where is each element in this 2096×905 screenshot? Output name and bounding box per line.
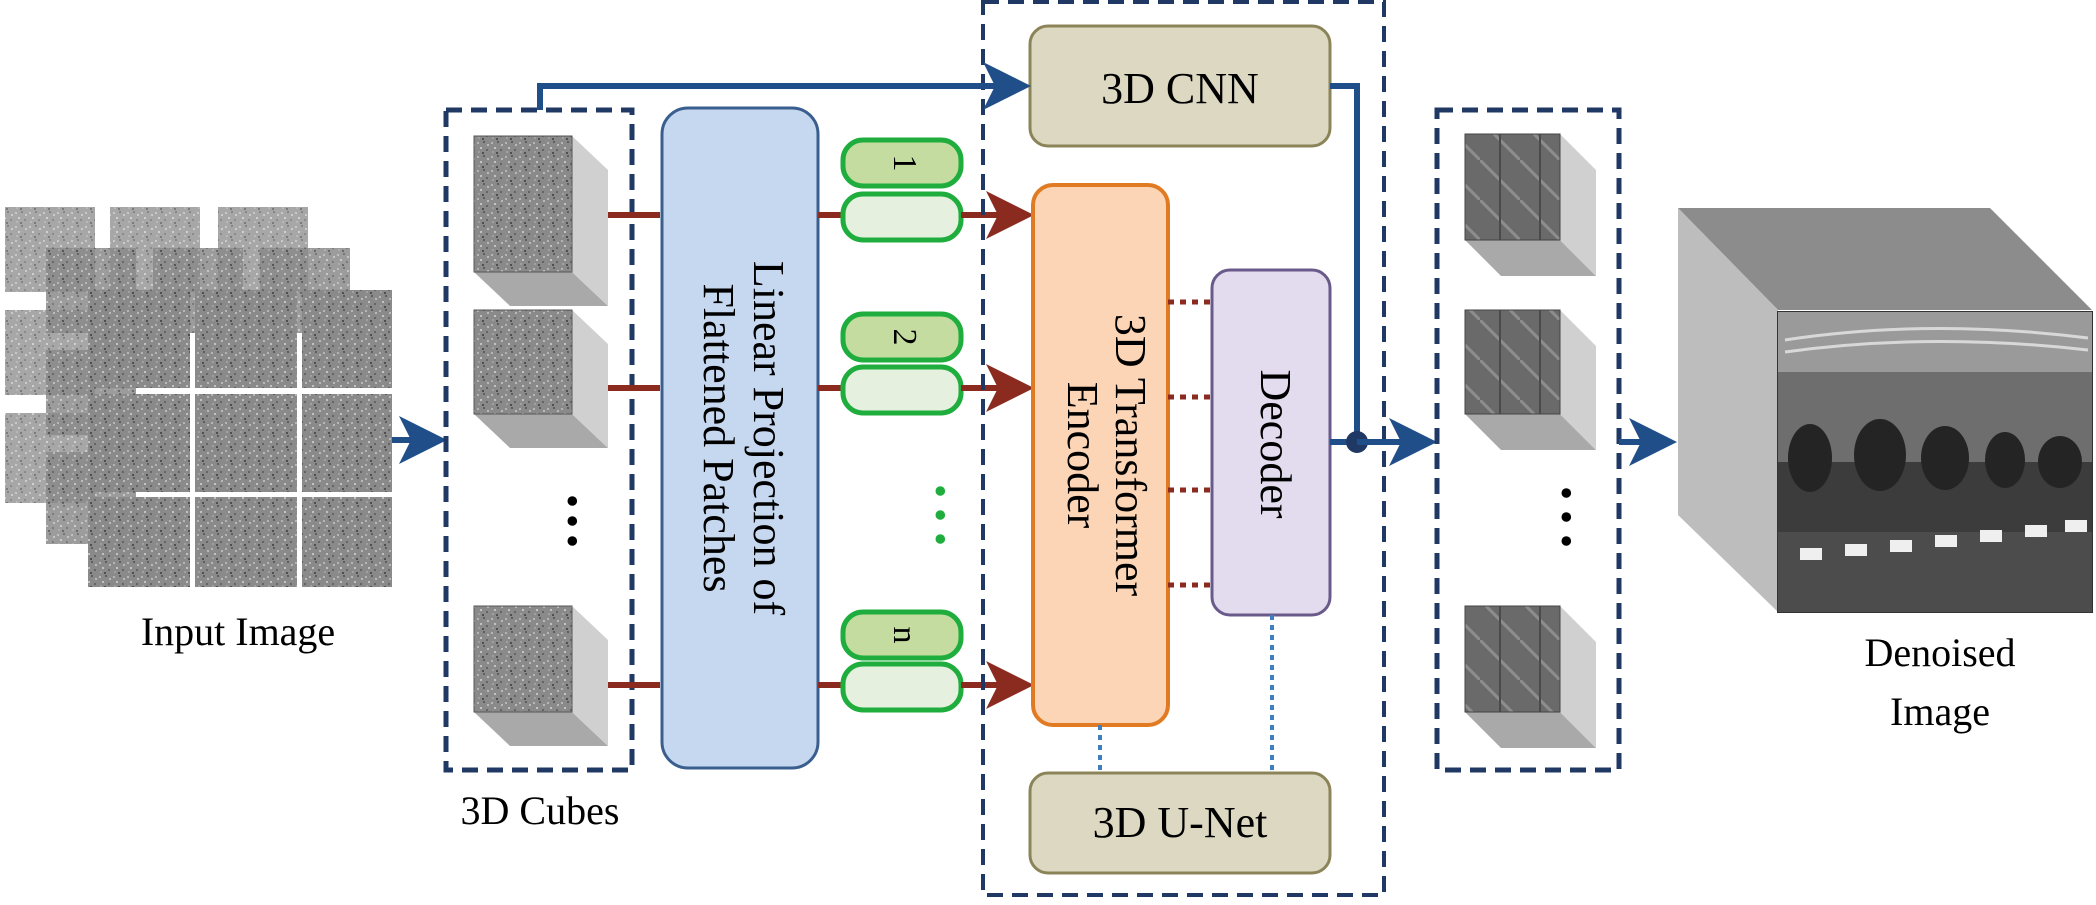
token-1-label: 1 (886, 155, 923, 172)
clean-cube-1 (1464, 133, 1596, 276)
noisy-cube-2 (473, 309, 608, 448)
denoised-label-line1: Denoised (1864, 630, 2015, 675)
linear-projection-block (660, 106, 820, 770)
token-2-label: 2 (886, 329, 923, 346)
linear-projection-label: Linear Projection of Flattened Patches (694, 261, 793, 616)
input-image-stack (5, 207, 392, 587)
output-cubes-ellipsis: • • • (1544, 486, 1589, 548)
noisy-cube-1 (473, 135, 608, 306)
encoder-line2: Encoder (1058, 382, 1107, 529)
cnn-label: 3D CNN (1101, 64, 1259, 113)
unet-label: 3D U-Net (1093, 798, 1268, 847)
unet-block (1028, 771, 1332, 875)
encoder-decoder-skips (1168, 299, 1212, 588)
tokens-ellipsis: • • • (918, 484, 963, 546)
token-n-label: n (886, 627, 923, 644)
token-2: 2 (840, 311, 964, 416)
noisy-cube-3 (473, 605, 608, 746)
linear-projection-line2: Flattened Patches (694, 283, 743, 592)
arrow-cubes-to-cnn (537, 62, 1031, 110)
clean-cube-3 (1464, 605, 1596, 748)
cubes-ellipsis: • • • (550, 494, 595, 546)
encoder-line1: 3D Transformer (1106, 314, 1155, 597)
linear-projection-line1: Linear Projection of (744, 261, 793, 616)
clean-cube-2 (1464, 309, 1596, 450)
encoder-label: 3D Transformer Encoder (1058, 314, 1155, 597)
token-1: 1 (840, 137, 964, 243)
token-n: n (840, 609, 964, 713)
cubes-label: 3D Cubes (461, 788, 620, 833)
denoised-image-cube (1678, 208, 2093, 613)
input-image-label: Input Image (141, 609, 335, 654)
input-layer-front (88, 290, 392, 587)
model-frame (981, 0, 1386, 897)
cubes-frame (443, 107, 635, 773)
cnn-output-path (1330, 83, 1360, 442)
decoder-label: Decoder (1251, 369, 1300, 518)
denoised-label-line2: Image (1890, 689, 1990, 734)
